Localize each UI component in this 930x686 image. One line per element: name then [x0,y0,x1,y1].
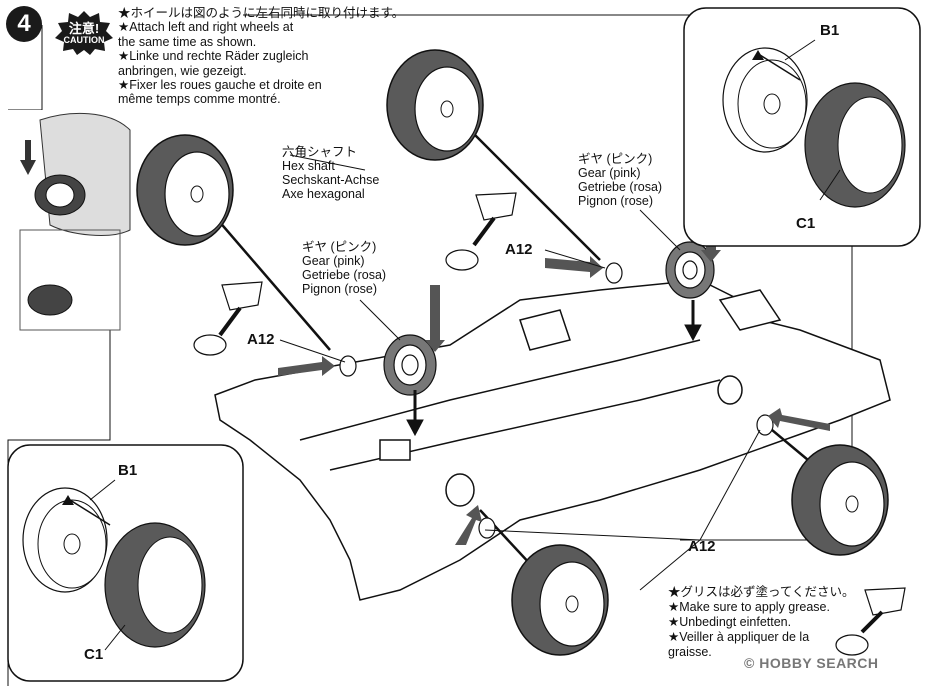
gear-right-jp: ギヤ (ピンク) [578,152,653,166]
gear-right-label: ギヤ (ピンク) Gear (pink) Getriebe (rosa) Pig… [578,152,662,208]
gear-left-label: ギヤ (ピンク) Gear (pink) Getriebe (rosa) Pig… [302,240,386,296]
hex-shaft-en: Hex shaft [282,159,335,173]
wheel-top-left [136,134,234,246]
wheel-bottom-right [791,444,889,556]
instruction-en-1: ★Attach left and right wheels at [118,20,294,35]
caution-en: CAUTION [63,35,105,45]
grease-en: ★Make sure to apply grease. [668,600,830,614]
part-c1-bottom: C1 [84,646,104,663]
part-a12-bottom: A12 [688,538,716,555]
grease-fr-1: ★Veiller à appliquer de la [668,630,810,644]
caution-burst-icon [55,11,113,55]
inset-bottom-left [7,444,244,682]
gear-left-de: Getriebe (rosa) [302,268,387,282]
grease-jp: ★グリスは必ず塗ってください。 [668,585,855,599]
gear-right-de: Getriebe (rosa) [578,180,663,194]
hex-shaft-label: 六角シャフト Hex shaft Sechskant-Achse Axe hex… [282,145,379,201]
caution-jp: 注意! [68,21,100,36]
gear-left [383,334,437,396]
gear-left-fr: Pignon (rose) [302,282,378,296]
gear-right-fr: Pignon (rose) [578,194,654,208]
instruction-text: ★ホイールは図のように左右同時に取り付けます。 ★Attach left and… [118,6,404,107]
gear-right-en: Gear (pink) [578,166,641,180]
watermark: © HOBBY SEARCH [744,655,879,671]
gear-left-jp: ギヤ (ピンク) [302,240,377,254]
leader-lines [279,154,761,541]
gear-left-en: Gear (pink) [302,254,365,268]
grease-de: ★Unbedingt einfetten. [668,615,792,629]
part-a12-top: A12 [505,241,533,258]
gear-right [665,241,715,299]
caution-badge: 注意! CAUTION [55,11,113,55]
instruction-en-2: the same time as shown. [118,34,257,49]
instruction-fr-2: même temps comme montré. [118,92,281,107]
grease-note: ★グリスは必ず塗ってください。 ★Make sure to apply grea… [668,585,855,660]
part-b1-top: B1 [820,22,840,39]
wheel-bottom-center [511,544,609,656]
hand-photo-inset [8,110,134,331]
step-number: 4 [6,6,42,42]
part-b1-bottom: B1 [118,462,138,479]
bushings [339,262,774,539]
hex-shaft-jp: 六角シャフト [282,145,358,159]
grease-fr-2: graisse. [668,645,712,659]
part-a12-left: A12 [247,331,275,348]
instruction-de-1: ★Linke und rechte Räder zugleich [118,49,309,64]
instruction-jp: ★ホイールは図のように左右同時に取り付けます。 [118,6,405,20]
part-c1-top: C1 [796,215,816,232]
grease-tubes [193,192,906,656]
instruction-fr-1: ★Fixer les roues gauche et droite en [118,78,322,93]
instruction-de-2: anbringen, wie gezeigt. [118,63,247,78]
hex-shaft-fr: Axe hexagonal [282,187,365,201]
inset-top-right [683,7,921,247]
hex-shaft-de: Sechskant-Achse [282,173,380,187]
direction-arrows [406,300,702,437]
